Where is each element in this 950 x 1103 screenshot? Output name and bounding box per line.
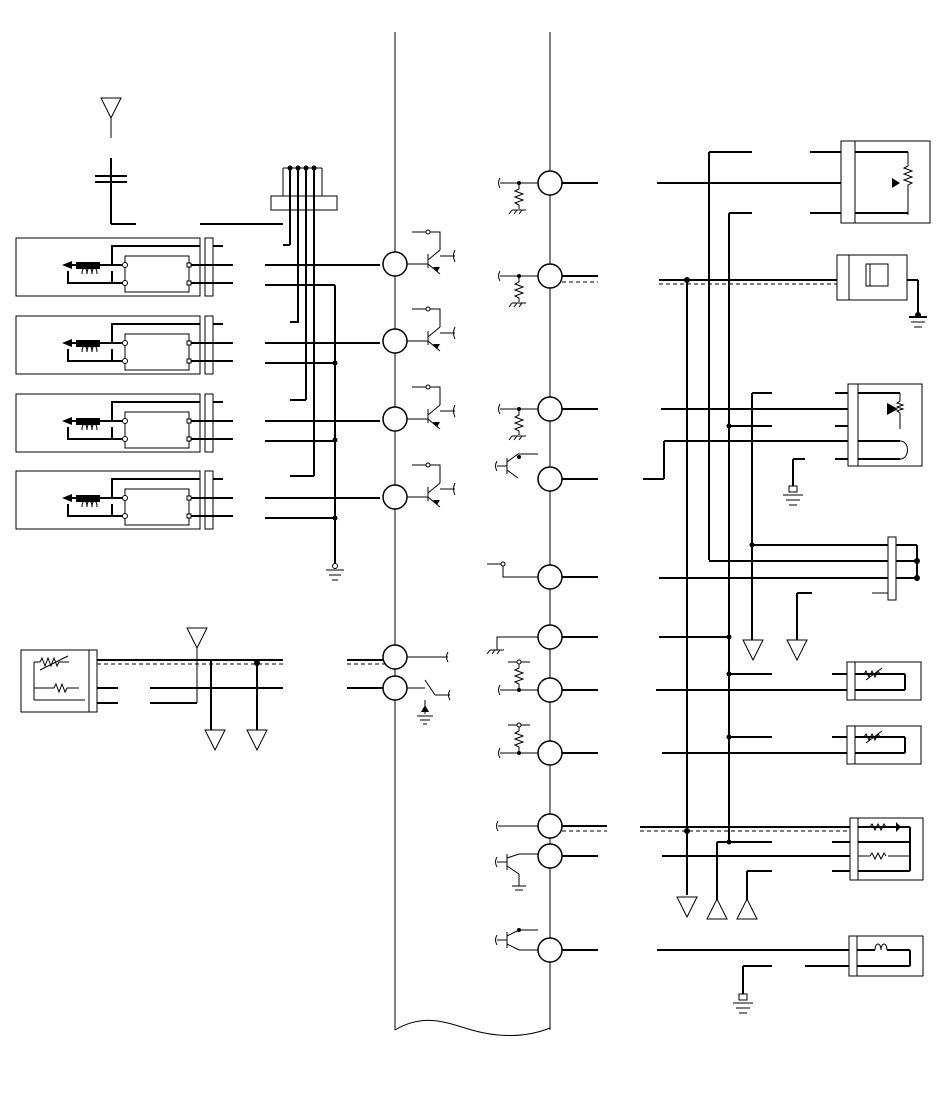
module-driver [124, 411, 190, 449]
unit-terminal [382, 675, 408, 701]
right-side-wiring [640, 140, 931, 1014]
pull-resistor [498, 403, 538, 441]
coil-icon [81, 423, 98, 431]
unit-terminal [382, 406, 408, 432]
plunger [76, 418, 100, 425]
left-terminals [382, 229, 456, 725]
antenna-capacitor [95, 97, 283, 225]
pull-resistor [498, 270, 538, 308]
module-connector [204, 470, 214, 530]
right-terminals [537, 170, 607, 963]
unit-terminal [537, 624, 563, 650]
unit-terminal [537, 843, 563, 869]
plunger [76, 495, 100, 502]
module-driver [124, 488, 190, 526]
unit-terminal [537, 564, 563, 590]
unit-terminal [382, 644, 408, 670]
module-connector [204, 393, 214, 453]
solenoid-module [15, 393, 380, 453]
arrow-icon [62, 261, 72, 269]
arrow-icon [62, 494, 72, 502]
temperature-sensor-box [20, 627, 395, 752]
ground-line [496, 636, 538, 650]
module-connector [204, 237, 214, 297]
unit-terminal [537, 813, 563, 839]
arrow-icon [62, 339, 72, 347]
plunger [76, 340, 100, 347]
ground-transistor [407, 679, 451, 725]
unit-terminal [537, 466, 563, 492]
driver-transistor [407, 306, 456, 352]
bus-connector [270, 165, 338, 476]
module-connector [204, 315, 214, 375]
module-driver [124, 255, 190, 293]
unit-terminal [537, 937, 563, 963]
driver-transistor [407, 229, 456, 275]
input-line [487, 563, 538, 578]
internal-circuits [486, 177, 538, 951]
unit-terminal [382, 328, 408, 354]
unit-terminal [382, 484, 408, 510]
output-transistor [495, 928, 538, 951]
coil-icon [81, 500, 98, 508]
unit-terminal [382, 251, 408, 277]
plunger [76, 262, 100, 269]
driver-transistor [407, 384, 456, 430]
unit-terminal [537, 740, 563, 766]
coil-icon [81, 267, 98, 275]
input-transistor [517, 455, 521, 459]
pull-resistor [498, 722, 538, 759]
coil-icon [81, 345, 98, 353]
arrow-icon [62, 417, 72, 425]
pull-resistor [498, 177, 538, 215]
driver-transistor [407, 462, 456, 508]
left-ground-bus [326, 285, 344, 581]
solenoid-module [15, 237, 380, 297]
input-transistor [495, 453, 538, 479]
solenoid-module [15, 470, 380, 530]
unit-terminal [537, 263, 563, 289]
unit-terminal [537, 396, 563, 422]
unit-terminal [537, 677, 563, 703]
unit-terminal [537, 170, 563, 196]
solenoid-modules [15, 237, 380, 530]
input-transistor [495, 853, 538, 891]
module-driver [124, 333, 190, 371]
solenoid-module [15, 315, 380, 375]
pull-resistor [498, 659, 538, 696]
